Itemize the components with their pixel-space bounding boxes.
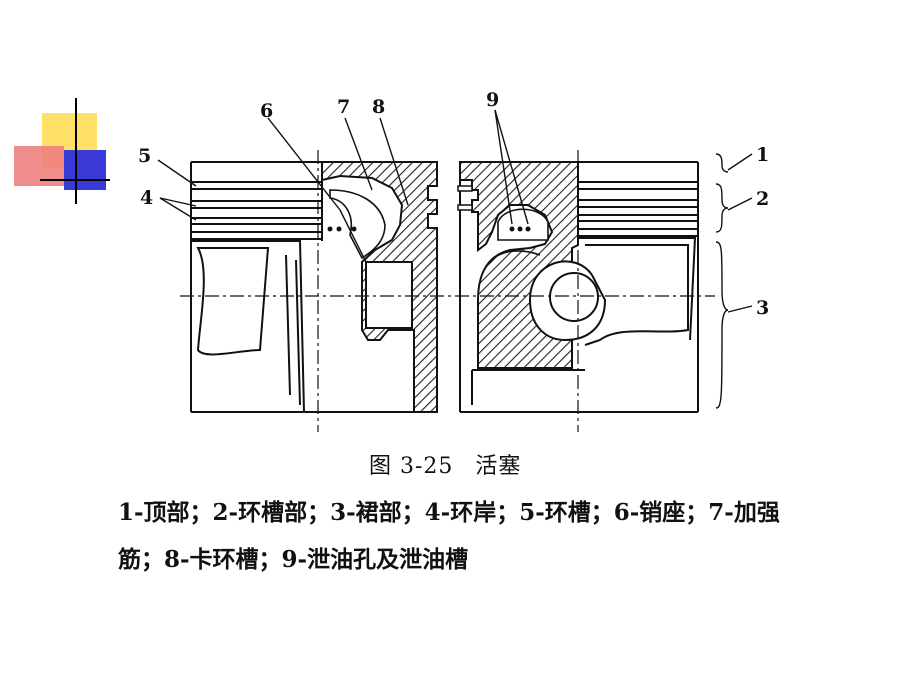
piston-right-hatched-section <box>457 161 607 369</box>
label-4: 4 <box>140 187 153 209</box>
legend-line-2: 筋；8-卡环槽；9-泄油孔及泄油槽 <box>118 546 469 573</box>
label-6: 6 <box>260 100 273 122</box>
decorative-corner-squares <box>14 98 110 204</box>
piston-left-hatched-section <box>321 161 438 413</box>
figure-number: 图 3-25 <box>369 454 454 479</box>
figure-caption: 图 3-25 活塞 <box>369 448 521 480</box>
label-7: 7 <box>337 96 350 118</box>
label-5: 5 <box>138 145 151 167</box>
leader-lines <box>157 109 753 409</box>
label-8: 8 <box>372 96 385 118</box>
label-2: 2 <box>756 188 769 210</box>
label-3: 3 <box>756 297 769 319</box>
legend-line-1: 1-顶部；2-环槽部；3-裙部；4-环岸；5-环槽；6-销座；7-加强 <box>118 499 780 526</box>
center-lines <box>180 150 715 432</box>
diagram-labels: 1 2 3 4 5 6 7 8 9 <box>138 89 769 319</box>
label-1: 1 <box>756 144 769 166</box>
figure-title: 活塞 <box>475 454 522 479</box>
piston-left-half <box>190 161 438 413</box>
label-9: 9 <box>486 89 499 111</box>
